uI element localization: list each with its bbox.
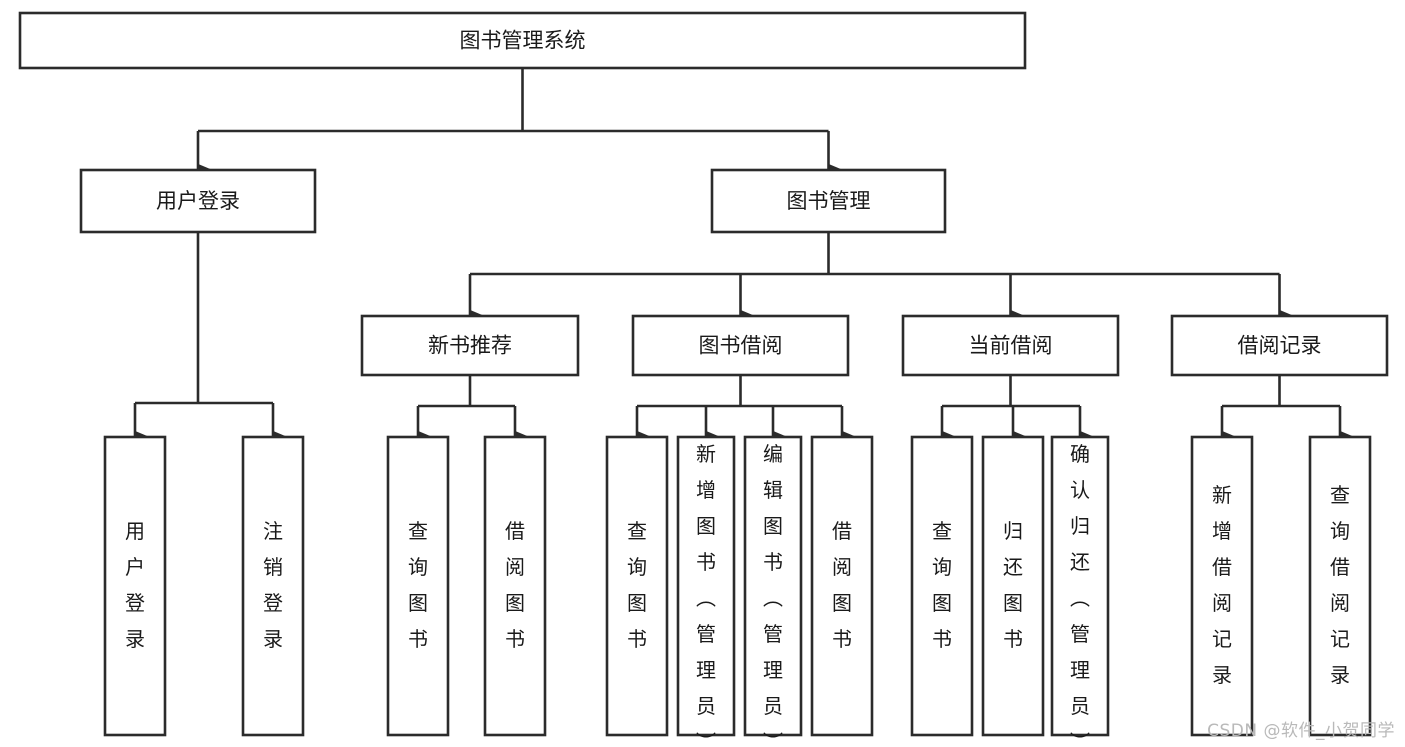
node-leaf-return-book[interactable]: 归还图书 (981, 435, 1045, 737)
node-label-leaf-borrow-book-2: 借阅图书 (832, 519, 852, 651)
node-box-leaf-logout (241, 435, 305, 737)
connector-edges (133, 68, 1353, 442)
node-new-book-recommend[interactable]: 新书推荐 (360, 314, 580, 377)
node-borrow-record[interactable]: 借阅记录 (1170, 314, 1389, 377)
node-label-leaf-query-borrow-record: 查询借阅记录 (1330, 483, 1350, 687)
node-leaf-query-book-3[interactable]: 查询图书 (910, 435, 974, 737)
node-label-book-manage: 图书管理 (787, 189, 871, 213)
node-label-leaf-user-login: 用户登录 (125, 519, 145, 651)
node-label-leaf-logout: 注销登录 (263, 519, 283, 651)
node-box-book-manage (710, 168, 947, 234)
node-box-leaf-borrow-book-2 (810, 435, 874, 737)
node-box-leaf-return-book (981, 435, 1045, 737)
node-box-leaf-query-book-2 (605, 435, 669, 737)
node-box-book-borrow (631, 314, 850, 377)
node-box-leaf-confirm-return (1050, 435, 1110, 737)
node-label-new-book-recommend: 新书推荐 (428, 334, 512, 358)
node-box-current-borrow (901, 314, 1120, 377)
node-box-leaf-edit-book-admin (743, 435, 803, 737)
node-label-book-borrow: 图书借阅 (699, 334, 783, 358)
node-box-leaf-query-book-1 (386, 435, 450, 737)
node-current-borrow[interactable]: 当前借阅 (901, 314, 1120, 377)
node-leaf-query-borrow-record[interactable]: 查询借阅记录 (1308, 435, 1372, 737)
node-box-leaf-add-borrow-record (1190, 435, 1254, 737)
node-label-leaf-borrow-book-1: 借阅图书 (505, 519, 525, 651)
node-leaf-query-book-1[interactable]: 查询图书 (386, 435, 450, 737)
node-leaf-confirm-return[interactable]: 确认归还︵管理员︶ (1050, 435, 1110, 747)
node-box-leaf-add-book-admin (676, 435, 736, 737)
node-label-leaf-add-borrow-record: 新增借阅记录 (1212, 483, 1232, 687)
node-label-current-borrow: 当前借阅 (969, 334, 1053, 358)
node-box-leaf-borrow-book-1 (483, 435, 547, 737)
node-label-leaf-query-book-3: 查询图书 (932, 519, 952, 651)
node-leaf-edit-book-admin[interactable]: 编辑图书︵管理员︶ (743, 435, 803, 747)
node-label-leaf-confirm-return: 确认归还︵管理员︶ (1070, 442, 1090, 747)
node-leaf-borrow-book-2[interactable]: 借阅图书 (810, 435, 874, 737)
node-leaf-logout[interactable]: 注销登录 (241, 435, 305, 737)
node-leaf-borrow-book-1[interactable]: 借阅图书 (483, 435, 547, 737)
node-label-borrow-record: 借阅记录 (1238, 334, 1322, 358)
node-label-leaf-edit-book-admin: 编辑图书︵管理员︶ (763, 442, 783, 747)
node-label-leaf-add-book-admin: 新增图书︵管理员︶ (696, 442, 716, 747)
node-root[interactable]: 图书管理系统 (18, 11, 1027, 70)
node-box-root (18, 11, 1027, 70)
node-label-user-login: 用户登录 (156, 189, 240, 213)
node-box-leaf-user-login (103, 435, 167, 737)
node-label-leaf-query-book-2: 查询图书 (627, 519, 647, 651)
node-leaf-add-book-admin[interactable]: 新增图书︵管理员︶ (676, 435, 736, 747)
node-box-new-book-recommend (360, 314, 580, 377)
node-leaf-add-borrow-record[interactable]: 新增借阅记录 (1190, 435, 1254, 737)
node-user-login[interactable]: 用户登录 (79, 168, 317, 234)
node-label-leaf-query-book-1: 查询图书 (408, 519, 428, 651)
node-box-borrow-record (1170, 314, 1389, 377)
node-label-root: 图书管理系统 (460, 29, 586, 53)
node-book-borrow[interactable]: 图书借阅 (631, 314, 850, 377)
node-book-manage[interactable]: 图书管理 (710, 168, 947, 234)
node-box-leaf-query-borrow-record (1308, 435, 1372, 737)
node-leaf-query-book-2[interactable]: 查询图书 (605, 435, 669, 737)
node-box-leaf-query-book-3 (910, 435, 974, 737)
node-boxes: 图书管理系统用户登录图书管理新书推荐图书借阅当前借阅借阅记录用户登录注销登录查询… (18, 11, 1389, 747)
node-label-leaf-return-book: 归还图书 (1003, 519, 1023, 651)
node-box-user-login (79, 168, 317, 234)
node-leaf-user-login[interactable]: 用户登录 (103, 435, 167, 737)
